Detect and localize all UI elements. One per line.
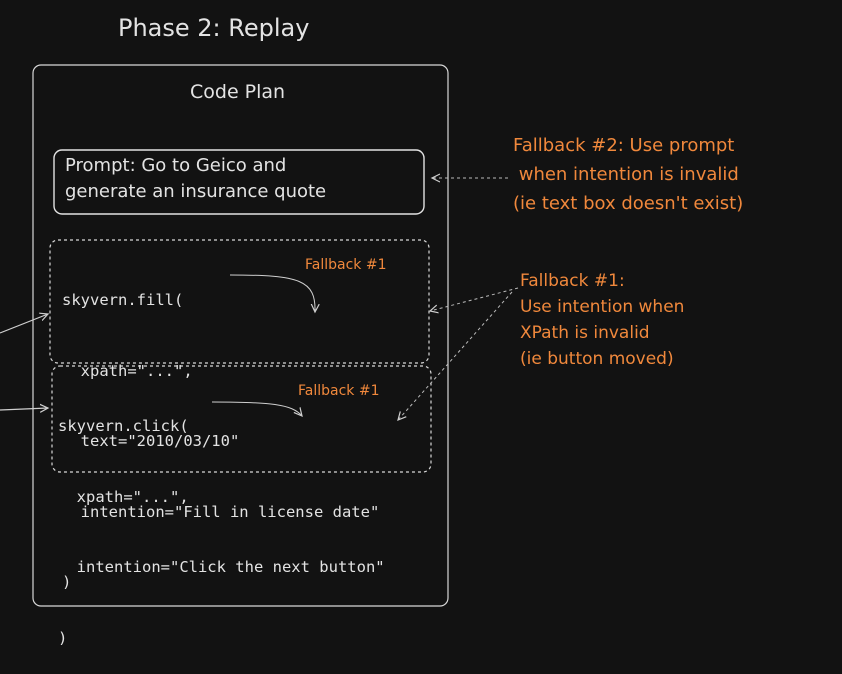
click-block-box [51, 365, 432, 473]
code-line: ) [58, 628, 68, 647]
fill-block-box [49, 239, 430, 364]
code-line: skyvern.fill( [62, 291, 184, 309]
prompt-box [53, 149, 425, 215]
code-line: intention="Click the next button" [58, 558, 385, 576]
fallback1-arrow-fill [430, 287, 519, 311]
fill-fallback-arrow [229, 274, 315, 312]
code-line: xpath="...", [58, 487, 189, 506]
code-line: text="2010/03/10" [62, 432, 240, 450]
code-line: xpath="...", [62, 361, 193, 380]
diagram-shapes [0, 64, 519, 607]
code-line: intention="Fill in license date" [62, 502, 380, 521]
incoming-arrow-fill [0, 314, 48, 334]
diagram-title: Phase 2: Replay [118, 14, 310, 42]
click-fallback-arrow [211, 401, 302, 416]
code-plan-container [32, 64, 449, 607]
fill-code-block: skyvern.fill( xpath="...", text="2010/03… [62, 242, 379, 618]
prompt-text: Prompt: Go to Geico and generate an insu… [65, 155, 327, 202]
fallback1-arrow-click [398, 291, 513, 420]
click-code-block: skyvern.click( xpath="...", intention="C… [58, 368, 385, 674]
fallback2-annotation: Fallback #2: Use prompt when intention i… [513, 135, 744, 214]
incoming-arrow-click [0, 408, 48, 410]
code-plan-title: Code Plan [190, 81, 286, 103]
code-line: ) [62, 573, 72, 591]
fallback1-annotation: Fallback #1: Use intention when XPath is… [520, 271, 685, 369]
fill-fallback-label: Fallback #1 [305, 257, 387, 273]
code-line: skyvern.click( [58, 417, 189, 435]
click-fallback-label: Fallback #1 [298, 383, 380, 399]
